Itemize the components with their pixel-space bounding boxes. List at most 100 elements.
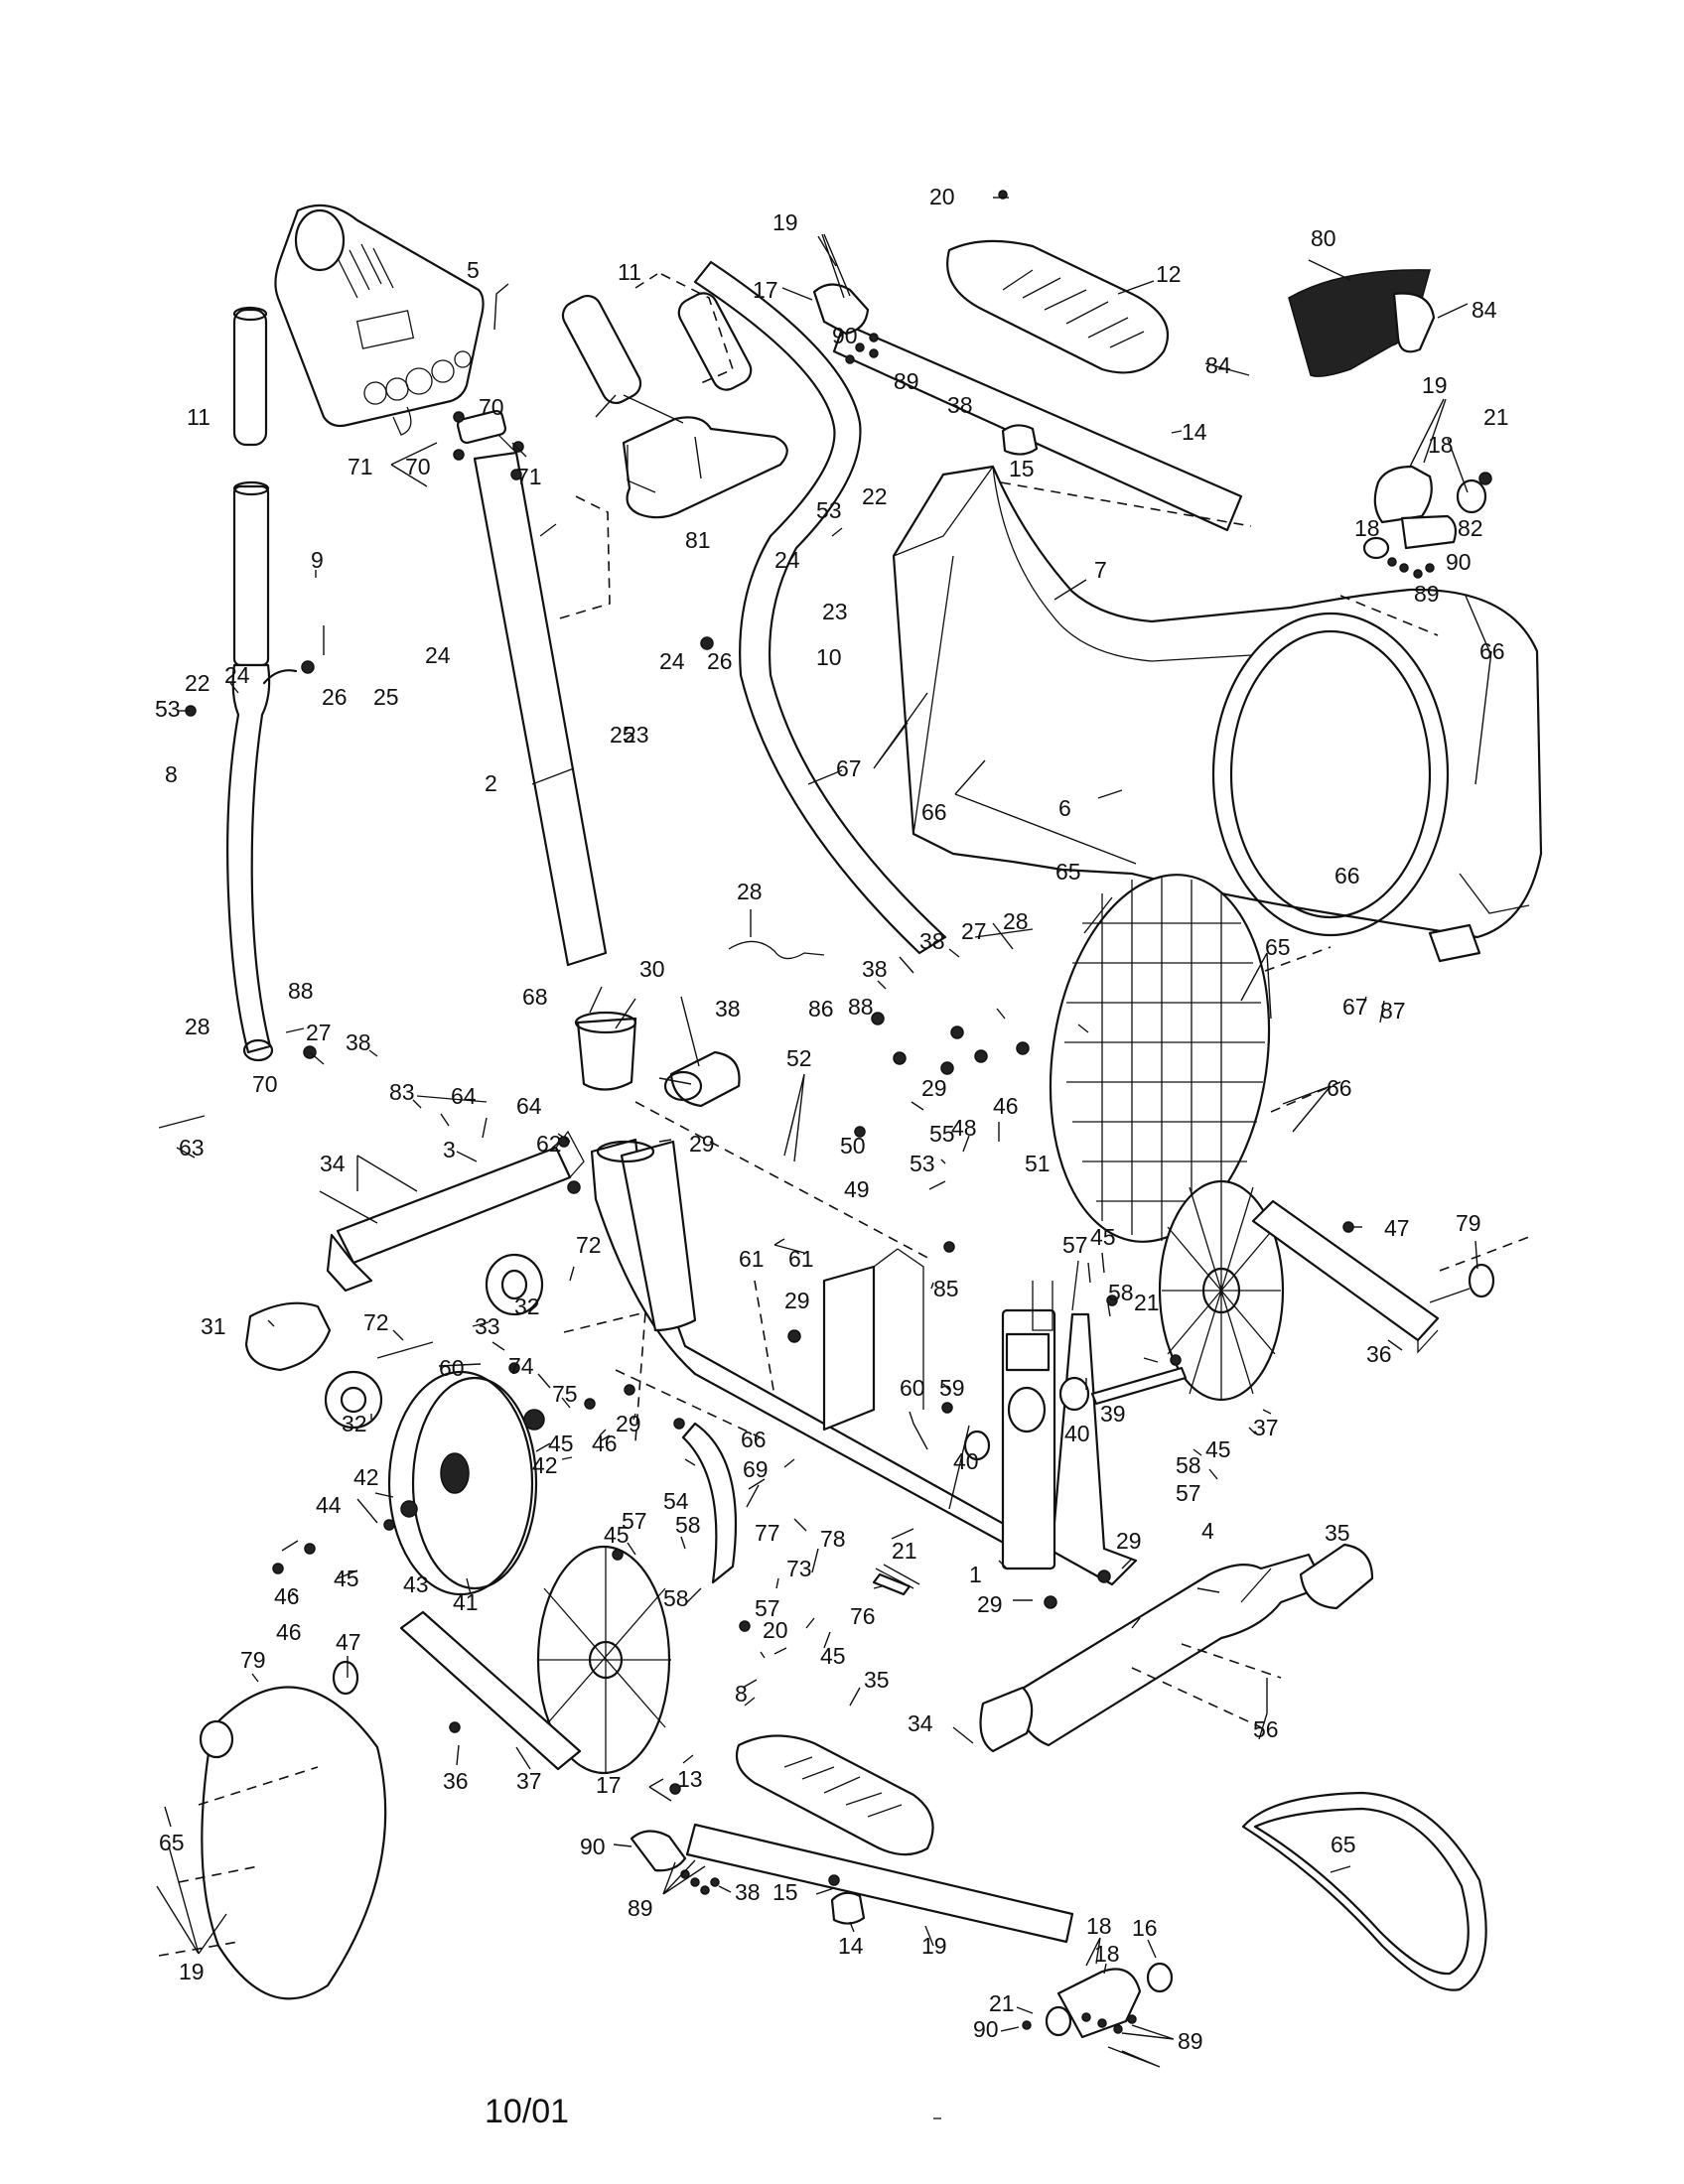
callout: 61: [739, 1246, 765, 1272]
callout: 36: [1366, 1341, 1392, 1367]
callout: 45: [334, 1566, 359, 1591]
callout: 76: [850, 1603, 876, 1629]
callout: 90: [580, 1834, 606, 1859]
console-part: [274, 204, 485, 436]
callout: 56: [1253, 1716, 1279, 1742]
callout: 46: [592, 1431, 618, 1456]
upper-pedal-arm-part: [812, 283, 1243, 532]
callout: 21: [1134, 1290, 1160, 1315]
callout: 18: [1428, 432, 1454, 458]
callout: 35: [864, 1667, 890, 1693]
callout: 50: [840, 1133, 866, 1159]
callout: 44: [316, 1492, 342, 1518]
wire-harness-part: [728, 940, 825, 960]
callout: 66: [741, 1427, 767, 1452]
callout: 65: [1265, 934, 1291, 960]
callout: 26: [707, 648, 733, 674]
resistance-arc-part: [681, 1422, 738, 1584]
callout: 33: [475, 1313, 500, 1339]
callout: 55: [929, 1121, 955, 1147]
callout: 82: [1458, 515, 1483, 541]
callout: 24: [425, 642, 451, 668]
callout: 30: [639, 956, 665, 982]
callout: 19: [179, 1959, 205, 1984]
callout: 70: [405, 454, 431, 479]
callout: 88: [848, 994, 874, 1020]
callout: 84: [1205, 352, 1231, 378]
callout: 22: [862, 483, 888, 509]
callout: 21: [892, 1538, 917, 1564]
callout: 88: [288, 978, 314, 1004]
callout: 70: [252, 1071, 278, 1097]
callout: 64: [516, 1093, 542, 1119]
callout: 71: [348, 454, 373, 479]
right-crank-arm-part: [1251, 1199, 1440, 1354]
callout: 45: [548, 1431, 574, 1456]
callout: 85: [933, 1276, 959, 1301]
callout: 24: [224, 662, 250, 688]
callout: 62: [536, 1131, 562, 1157]
callout: 47: [336, 1629, 361, 1655]
callout: 66: [1327, 1075, 1352, 1101]
callout: 18: [1094, 1941, 1120, 1967]
handle-bracket-part: [622, 416, 788, 519]
callout: 60: [439, 1355, 465, 1381]
callout: 47: [1384, 1215, 1410, 1241]
callout: 89: [894, 368, 919, 394]
date-code: 10/01: [485, 2093, 569, 2130]
callout: 29: [784, 1288, 810, 1313]
callout: 37: [516, 1768, 542, 1794]
upper-pedal-pivot-part: [1001, 424, 1039, 456]
callout: 74: [508, 1353, 534, 1379]
callout: 48: [951, 1115, 977, 1141]
callout: 77: [755, 1520, 780, 1546]
callout: 90: [973, 2016, 999, 2042]
callout: 28: [185, 1014, 210, 1039]
callout: 58: [675, 1512, 701, 1538]
callout: 67: [1342, 994, 1368, 1020]
callout: 8: [165, 761, 178, 787]
callout: 70: [479, 394, 504, 420]
lower-pedal-arm-part: [630, 1823, 1074, 1944]
callout: 65: [159, 1830, 185, 1855]
explode-guide-lines: [158, 481, 1530, 1957]
callout: 20: [763, 1617, 788, 1643]
callout: 28: [737, 879, 763, 904]
upright-post-part: [456, 409, 608, 967]
callout: 42: [532, 1452, 558, 1478]
callout: 34: [320, 1151, 346, 1176]
callout: 9: [311, 547, 324, 573]
callout: 10: [816, 644, 842, 670]
callout: 29: [921, 1075, 947, 1101]
callout: 5: [467, 257, 480, 283]
callout: 72: [576, 1232, 602, 1258]
parts-drawing: [158, 190, 1543, 2039]
callout: 37: [1253, 1415, 1279, 1440]
callout: 45: [820, 1643, 846, 1669]
right-handgrips-part: [561, 273, 753, 405]
callout: 21: [989, 1990, 1015, 2016]
callout: 57: [1062, 1232, 1088, 1258]
callout: 66: [921, 799, 947, 825]
callout: 78: [820, 1526, 846, 1552]
end-cap-part: [979, 1543, 1374, 1753]
callout: 69: [743, 1456, 769, 1482]
callout: 39: [1100, 1401, 1126, 1427]
callout-labels: 5 11 11 9 2 10 12 14 15 80 84 84 20 19 1…: [155, 184, 1509, 2054]
callout: 90: [832, 323, 858, 348]
callout: 53: [910, 1151, 935, 1176]
callout: 71: [516, 464, 542, 489]
main-frame-part: [590, 1138, 1138, 1586]
callout: 43: [403, 1571, 429, 1597]
rear-stabilizer-part: [1009, 1553, 1327, 1747]
right-pulley-part: [1158, 1179, 1285, 1402]
callout: 16: [1132, 1915, 1158, 1941]
callout: 79: [1456, 1210, 1481, 1236]
callout: 1: [969, 1562, 982, 1587]
callout: 29: [977, 1591, 1003, 1617]
callout: 45: [1205, 1436, 1231, 1462]
callout: 29: [1116, 1528, 1142, 1554]
callout: 17: [753, 277, 778, 303]
large-shroud-part: [892, 465, 1543, 963]
